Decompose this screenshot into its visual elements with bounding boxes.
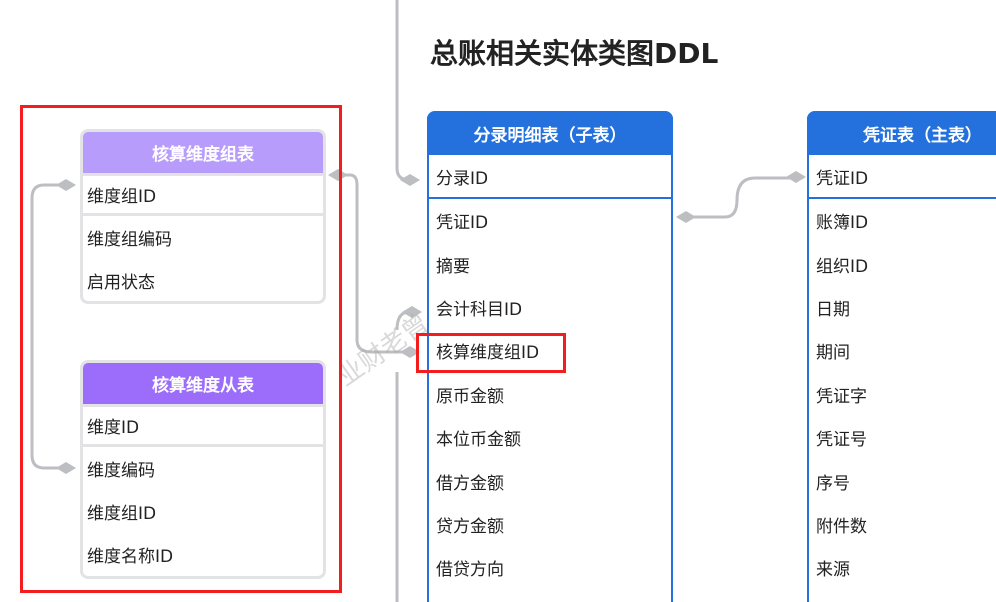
field-row[interactable]: 期间: [816, 343, 850, 364]
highlight-box-dimension-tables: [20, 105, 342, 593]
field-row[interactable]: 日期: [816, 299, 850, 320]
field-row[interactable]: 借贷方向: [436, 560, 504, 581]
field-row[interactable]: 账簿ID: [816, 213, 869, 234]
table-entry[interactable]: 分录明细表（子表） 分录ID 凭证ID 摘要 会计科目ID 核算维度组ID 原币…: [427, 111, 673, 602]
field-row[interactable]: 维度组ID: [87, 504, 157, 524]
diamond-icon: [786, 171, 806, 183]
diamond-icon: [56, 179, 76, 191]
page-title: 总账相关实体类图DDL: [430, 37, 719, 70]
field-row[interactable]: 凭证ID: [809, 155, 996, 199]
table-dim-group[interactable]: 核算维度组表 维度组ID 维度组编码 启用状态: [80, 129, 326, 304]
diamond-icon: [402, 306, 422, 318]
field-row[interactable]: 维度组编码: [87, 230, 172, 250]
connector-group-loop: [30, 183, 60, 470]
table-header: 分录明细表（子表）: [427, 111, 673, 155]
field-row[interactable]: 会计科目ID: [436, 299, 523, 320]
field-row[interactable]: 维度名称ID: [87, 547, 174, 567]
diamond-icon: [400, 174, 420, 186]
table-header: 凭证表（主表）: [807, 111, 996, 155]
field-row[interactable]: 维度编码: [87, 461, 155, 481]
field-row[interactable]: 附件数: [816, 516, 867, 537]
field-row[interactable]: 启用状态: [87, 273, 155, 293]
field-row[interactable]: 组织ID: [816, 256, 869, 277]
field-row[interactable]: 核算维度组ID: [436, 343, 540, 364]
field-row[interactable]: 原币金额: [436, 386, 504, 407]
table-dim-item[interactable]: 核算维度从表 维度ID 维度编码 维度组ID 维度名称ID: [80, 360, 326, 579]
connector-entry-voucher: [690, 176, 790, 219]
field-row[interactable]: 维度ID: [83, 404, 323, 447]
field-row[interactable]: 摘要: [436, 256, 470, 277]
table-header: 核算维度组表: [83, 132, 323, 173]
field-row[interactable]: 凭证ID: [436, 213, 489, 234]
field-row[interactable]: 借方金额: [436, 473, 504, 494]
field-row[interactable]: 序号: [816, 473, 850, 494]
field-row[interactable]: 本位币金额: [436, 430, 521, 451]
diamond-icon: [676, 211, 696, 223]
table-voucher[interactable]: 凭证表（主表） 凭证ID 账簿ID 组织ID 日期 期间 凭证字 凭证号 序号 …: [807, 111, 996, 602]
diamond-icon: [328, 169, 348, 181]
diamond-icon: [400, 346, 420, 358]
field-row[interactable]: 贷方金额: [436, 516, 504, 537]
field-row[interactable]: 凭证字: [816, 386, 867, 407]
field-row[interactable]: 来源: [816, 560, 850, 581]
diamond-icon: [56, 462, 76, 474]
field-row[interactable]: 分录ID: [429, 155, 671, 199]
field-row[interactable]: 凭证号: [816, 430, 867, 451]
connector-top: [395, 0, 410, 182]
field-row[interactable]: 维度组ID: [83, 173, 323, 216]
connector-group-to-entry: [344, 173, 409, 354]
highlight-box-dim-group-id: [416, 333, 566, 373]
table-header: 核算维度从表: [83, 363, 323, 404]
